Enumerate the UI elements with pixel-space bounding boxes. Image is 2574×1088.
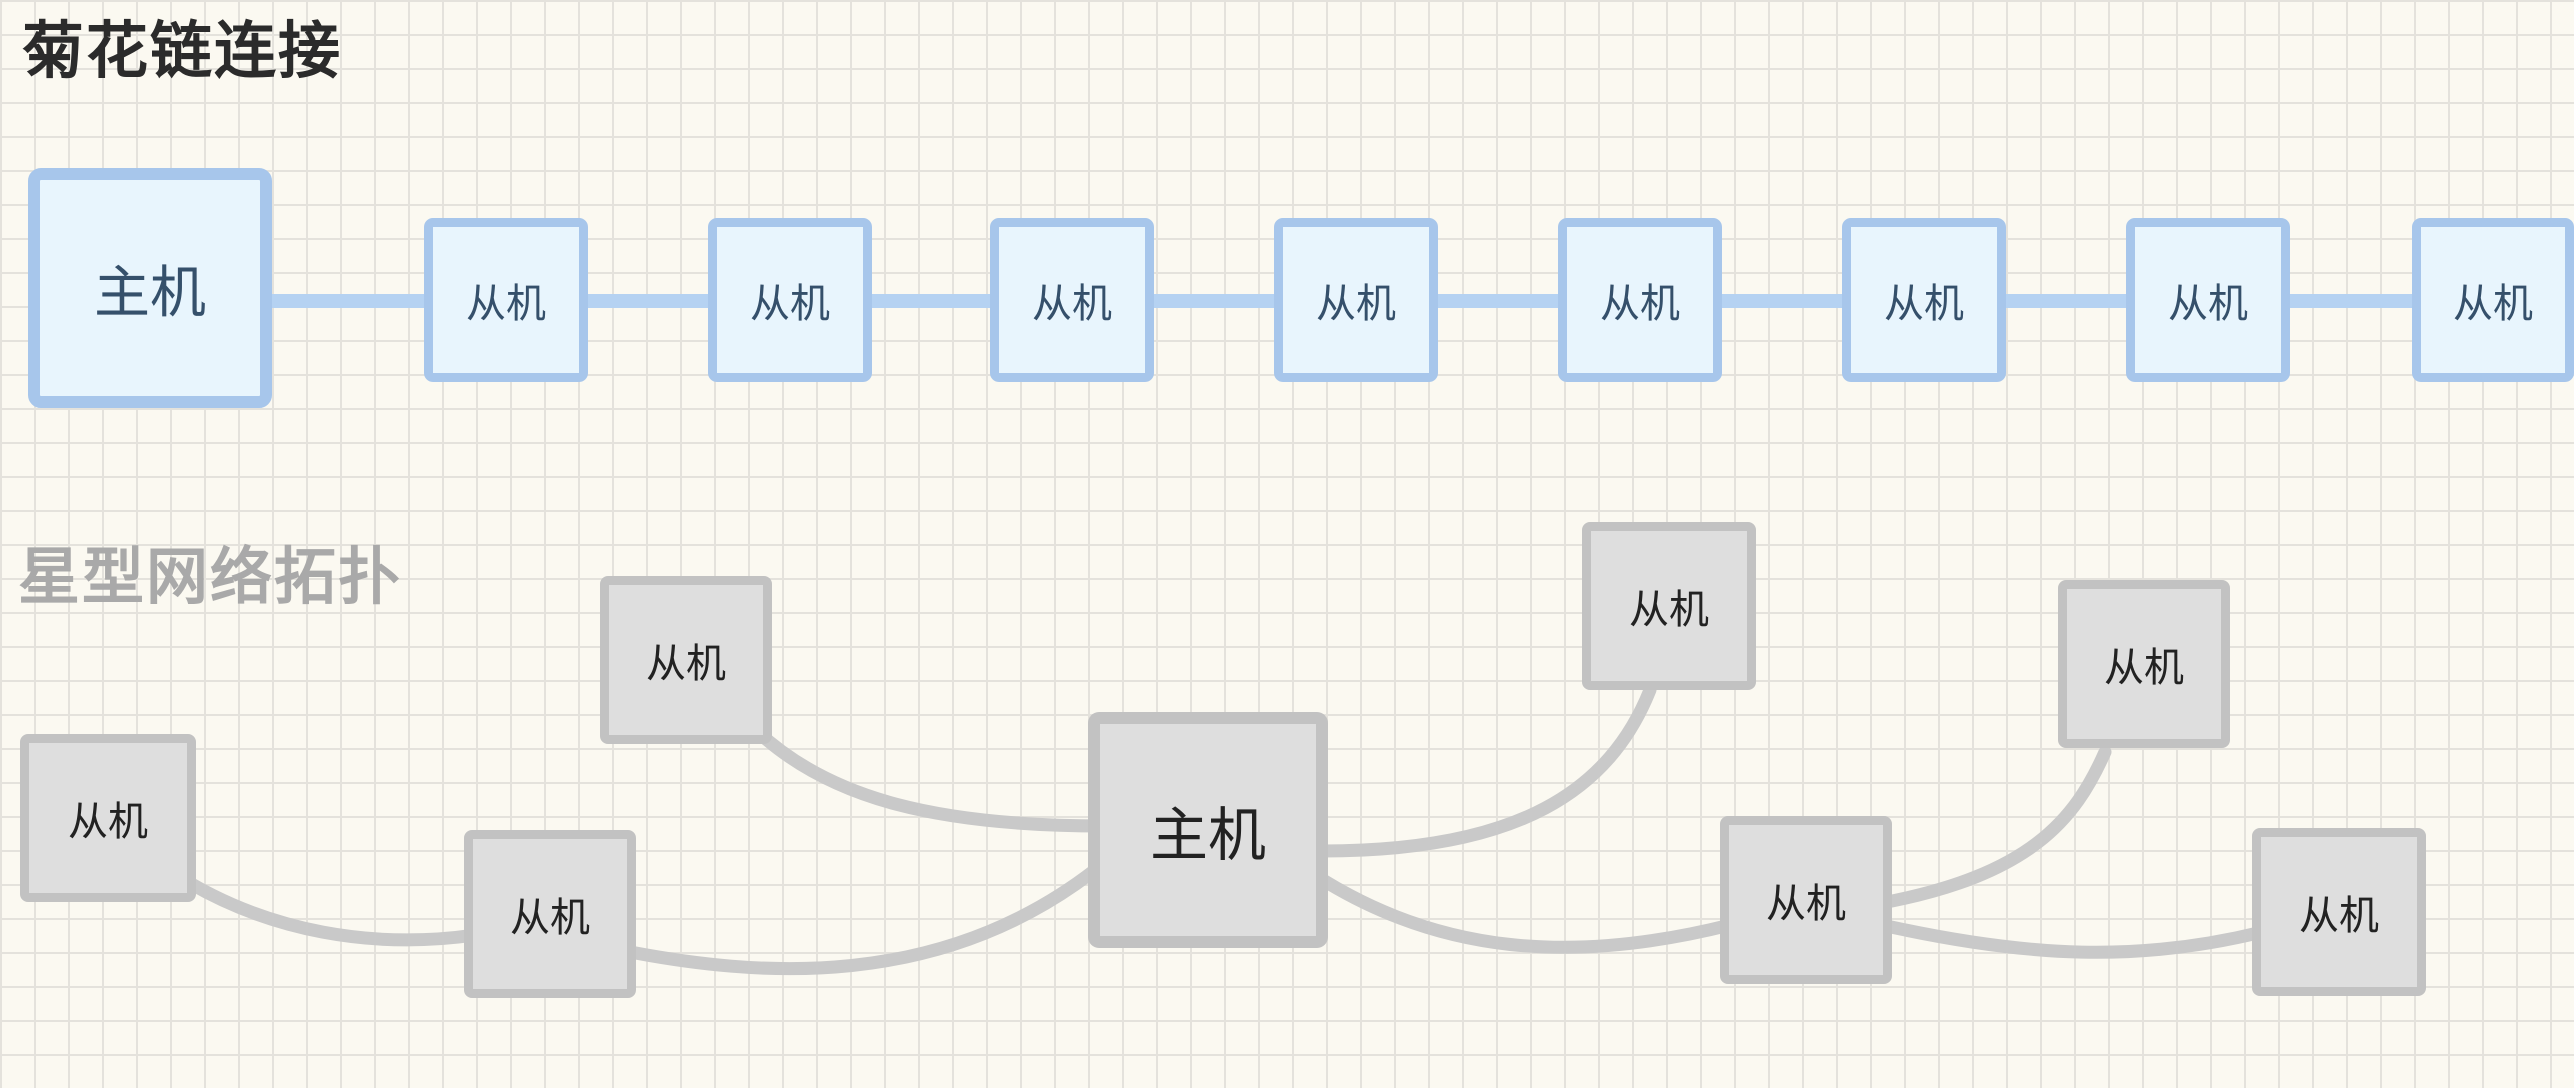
daisy-slave-label: 从机 — [1032, 281, 1112, 327]
daisy-slave-label: 从机 — [1316, 281, 1396, 327]
star-slave-node-upper-right: 从机 — [2058, 580, 2230, 748]
star-link-top-right — [1316, 683, 1657, 858]
star-slave-node-far-right: 从机 — [2252, 828, 2426, 996]
daisy-slave-label: 从机 — [1884, 281, 1964, 327]
star-slave-node-top-right: 从机 — [1582, 522, 1756, 690]
star-link-center-left — [613, 863, 1102, 976]
star-slave-label: 从机 — [2104, 645, 2184, 691]
star-slave-label: 从机 — [646, 641, 726, 687]
star-slave-node-far-left: 从机 — [20, 734, 196, 902]
star-link-top-left — [749, 723, 1112, 833]
daisy-slave-label: 从机 — [750, 281, 830, 327]
star-link-far-right — [1875, 918, 2269, 959]
daisy-slave-node-4: 从机 — [1274, 218, 1438, 382]
star-link-center-right — [1316, 873, 1737, 954]
star-master-label: 主机 — [1149, 801, 1266, 869]
star-slave-label: 从机 — [2299, 893, 2379, 939]
star-slave-label: 从机 — [1629, 587, 1709, 633]
daisy-slave-node-3: 从机 — [990, 218, 1154, 382]
daisy-slave-node-1: 从机 — [424, 218, 588, 382]
star-slave-label: 从机 — [68, 799, 148, 845]
daisy-slave-label: 从机 — [466, 281, 546, 327]
daisy-slave-label: 从机 — [1600, 281, 1680, 327]
daisy-slave-node-8: 从机 — [2412, 218, 2574, 382]
star-slave-node-left: 从机 — [464, 830, 636, 998]
star-slave-label: 从机 — [510, 895, 590, 941]
daisy-slave-node-6: 从机 — [1842, 218, 2006, 382]
daisy-slave-label: 从机 — [2453, 281, 2533, 327]
daisy-master-node: 主机 — [28, 168, 272, 408]
daisy-chain-title: 菊花链连接 — [22, 14, 343, 87]
star-slave-node-right: 从机 — [1720, 816, 1892, 984]
daisy-master-label: 主机 — [94, 260, 206, 326]
star-master-node: 主机 — [1088, 712, 1328, 948]
daisy-slave-label: 从机 — [2168, 281, 2248, 327]
star-link-upper-right — [1875, 745, 2112, 910]
star-links — [181, 683, 2269, 976]
star-slave-label: 从机 — [1766, 881, 1846, 927]
star-link-far-left — [181, 875, 482, 947]
daisy-slave-node-2: 从机 — [708, 218, 872, 382]
star-topology-title: 星型网络拓扑 — [18, 540, 403, 613]
star-slave-node-top-left: 从机 — [600, 576, 772, 744]
daisy-slave-node-7: 从机 — [2126, 218, 2290, 382]
daisy-slave-node-5: 从机 — [1558, 218, 1722, 382]
